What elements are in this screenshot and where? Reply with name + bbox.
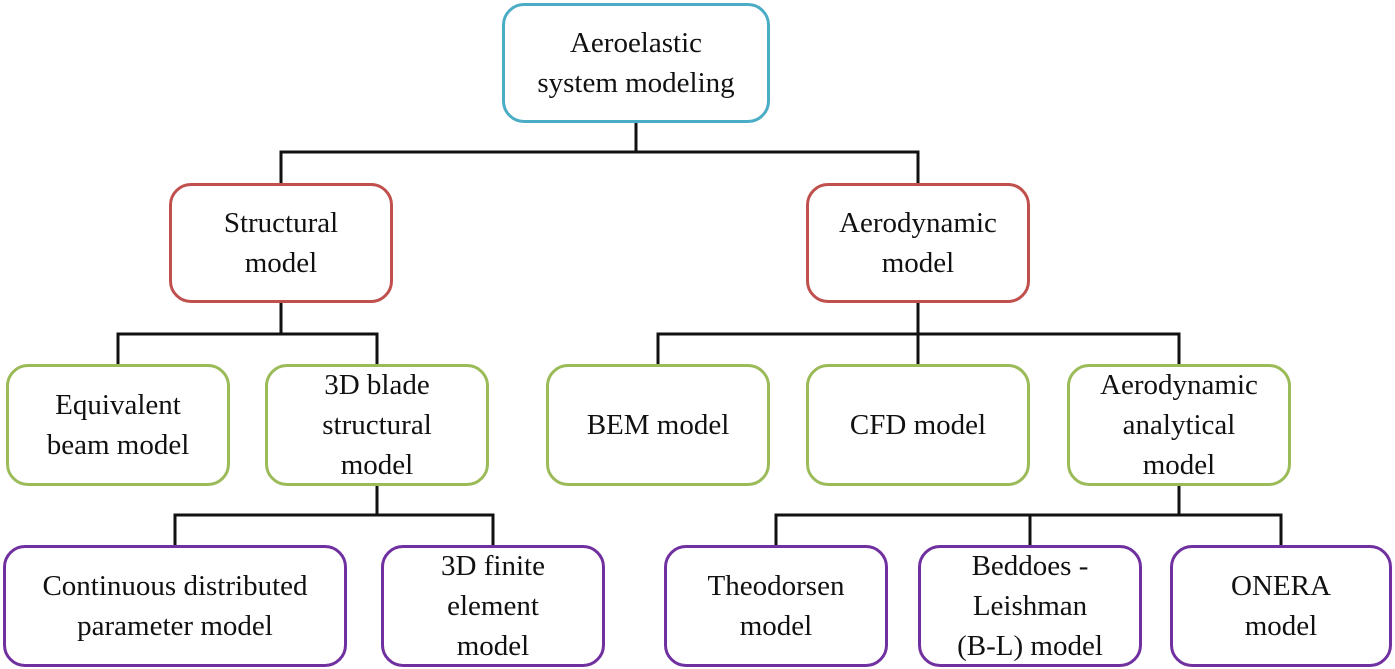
node-3d-blade-structural-model: 3D blade structural model — [265, 364, 489, 486]
node-onera-model: ONERA model — [1170, 545, 1392, 667]
node-equivalent-beam-model: Equivalent beam model — [6, 364, 230, 486]
node-aerodynamic-model: Aerodynamic model — [806, 183, 1030, 303]
node-3d-finite-element-model: 3D finite element model — [381, 545, 605, 667]
node-cfd-model: CFD model — [806, 364, 1030, 486]
node-aerodynamic-analytical-model: Aerodynamic analytical model — [1067, 364, 1291, 486]
node-beddoes-leishman-model: Beddoes - Leishman (B-L) model — [918, 545, 1142, 667]
node-continuous-distributed-parameter-model: Continuous distributed parameter model — [3, 545, 347, 667]
node-theodorsen-model: Theodorsen model — [664, 545, 888, 667]
node-aeroelastic-system-modeling: Aeroelastic system modeling — [502, 3, 770, 123]
node-structural-model: Structural model — [169, 183, 393, 303]
node-bem-model: BEM model — [546, 364, 770, 486]
